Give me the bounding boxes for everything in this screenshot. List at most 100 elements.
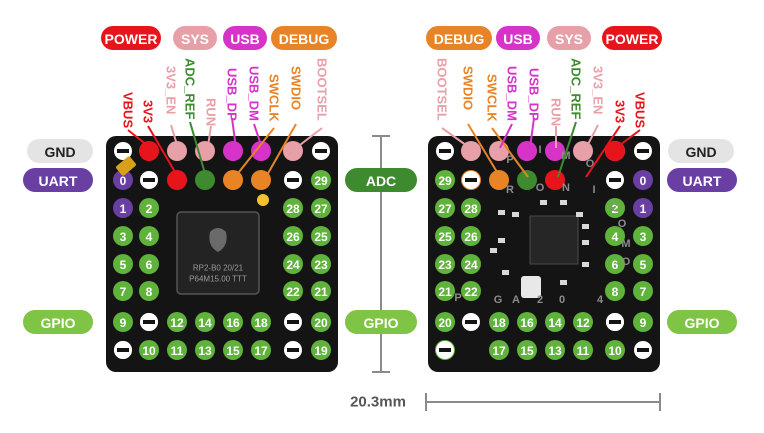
gnd-pin-mark <box>637 348 649 352</box>
gpio-pin <box>461 198 481 218</box>
signal-pin <box>545 170 565 190</box>
category-power-bg <box>101 26 161 50</box>
pin-label-usb_dm: USB_DM <box>505 66 520 121</box>
signal-pin <box>223 170 243 190</box>
silkscreen-letter: O <box>536 182 545 194</box>
gpio-pin <box>139 340 159 360</box>
gpio-pin-label: 8 <box>612 285 619 299</box>
pin-leader-line <box>441 127 471 149</box>
silkscreen-letter: C <box>610 202 618 214</box>
gpio-pin-label: 1 <box>120 202 127 216</box>
silkscreen-letter: 2 <box>537 294 543 306</box>
gpio-pin-label: 26 <box>464 230 478 244</box>
chip-marking-2: P64M15.00 TTT <box>189 275 247 284</box>
silkscreen-letter: G <box>494 294 503 306</box>
gpio-pin <box>195 340 215 360</box>
gpio-label-center: GPIO <box>363 315 398 331</box>
gpio-pin <box>167 312 187 332</box>
gpio-pin <box>311 226 331 246</box>
category-debug: DEBUG <box>434 31 485 47</box>
rp2040-chip <box>176 211 260 295</box>
category-usb-bg <box>496 26 540 50</box>
gpio-pin <box>435 281 455 301</box>
signal-pin <box>517 170 537 190</box>
pin-label-vbus: VBUS <box>121 92 136 128</box>
gpio-pin-label: 18 <box>492 316 506 330</box>
category-sys-bg <box>173 26 217 50</box>
gpio-pin <box>311 340 331 360</box>
gnd-label-right: GND <box>685 144 716 160</box>
pin-label-3v3_en: 3V3_EN <box>591 66 606 114</box>
gnd-pin-mark <box>637 149 649 153</box>
uart-label-right-bg <box>667 168 737 192</box>
pin-label-swdio: SWDIO <box>289 66 304 110</box>
gpio-pin-label: 4 <box>146 230 153 244</box>
gpio-pin-label: 24 <box>464 258 478 272</box>
gpio-pin-label: 14 <box>548 316 562 330</box>
gpio-pin <box>435 312 455 332</box>
gpio-pin <box>113 254 133 274</box>
gpio-pin <box>461 254 481 274</box>
gnd-pin-mark <box>287 178 299 182</box>
gnd-pin-mark <box>609 320 621 324</box>
smd-component <box>560 200 567 205</box>
category-debug-bg <box>426 26 492 50</box>
pin-leader-line <box>499 123 513 149</box>
gpio-pin-label: 6 <box>146 258 153 272</box>
gpio-pin <box>517 340 537 360</box>
silkscreen-letter: O <box>618 218 627 230</box>
pin-leader-line <box>147 125 179 178</box>
smd-component <box>502 270 509 275</box>
gpio-pin-label: 21 <box>438 285 452 299</box>
gpio-pin-label: 2 <box>612 202 619 216</box>
pin-label-vbus: VBUS <box>633 92 648 128</box>
gpio-pin <box>489 312 509 332</box>
pin-leader-line <box>467 123 501 178</box>
category-power: POWER <box>105 31 158 47</box>
gpio-pin-label: 2 <box>146 202 153 216</box>
smd-component <box>582 224 589 229</box>
gpio-pin <box>435 198 455 218</box>
pin-label-3v3_en: 3V3_EN <box>164 66 179 114</box>
gpio-pin-label: 9 <box>640 316 647 330</box>
pin-leader-line <box>557 121 577 178</box>
gpio-label-left: GPIO <box>40 315 75 331</box>
gpio-pin <box>605 254 625 274</box>
gpio-pin-label: 25 <box>314 230 328 244</box>
gpio-pin <box>461 281 481 301</box>
gpio-pin-label: 7 <box>640 285 647 299</box>
pin-leader-line <box>207 125 212 147</box>
pin-leader-line <box>170 124 179 149</box>
category-usb-bg <box>223 26 267 50</box>
gnd-label-right-bg <box>668 139 734 163</box>
gpio-pin-label: 0 <box>120 174 127 188</box>
chip-marking-1: RP2-B0 20/21 <box>193 264 244 273</box>
gpio-label-right: GPIO <box>684 315 719 331</box>
smd-component <box>498 210 505 215</box>
gpio-pin <box>461 226 481 246</box>
gpio-label-right-bg <box>667 310 737 334</box>
gpio-pin <box>139 198 159 218</box>
gpio-pin <box>489 340 509 360</box>
gpio-pin-label: 12 <box>576 316 590 330</box>
gpio-pin <box>435 170 455 190</box>
gpio-pin-label: 7 <box>120 285 127 299</box>
category-debug: DEBUG <box>279 31 330 47</box>
gpio-pin-label: 15 <box>520 344 534 358</box>
silkscreen-letter: O <box>622 256 631 268</box>
silkscreen-letter: I <box>592 184 595 196</box>
pin-leader-line <box>127 129 149 147</box>
gpio-pin <box>113 281 133 301</box>
gpio-pin <box>251 312 271 332</box>
smd-component <box>490 248 497 253</box>
gpio-pin-label: 8 <box>146 285 153 299</box>
gpio-pin-label: 13 <box>548 344 562 358</box>
gpio-pin <box>251 340 271 360</box>
gpio-pin <box>573 312 593 332</box>
gpio-pin-label: 3 <box>640 230 647 244</box>
gpio-pin <box>517 312 537 332</box>
pin-label-usb_dp: USB_DP <box>225 68 240 121</box>
silkscreen-letter: M <box>621 238 630 250</box>
category-sys: SYS <box>181 31 209 47</box>
